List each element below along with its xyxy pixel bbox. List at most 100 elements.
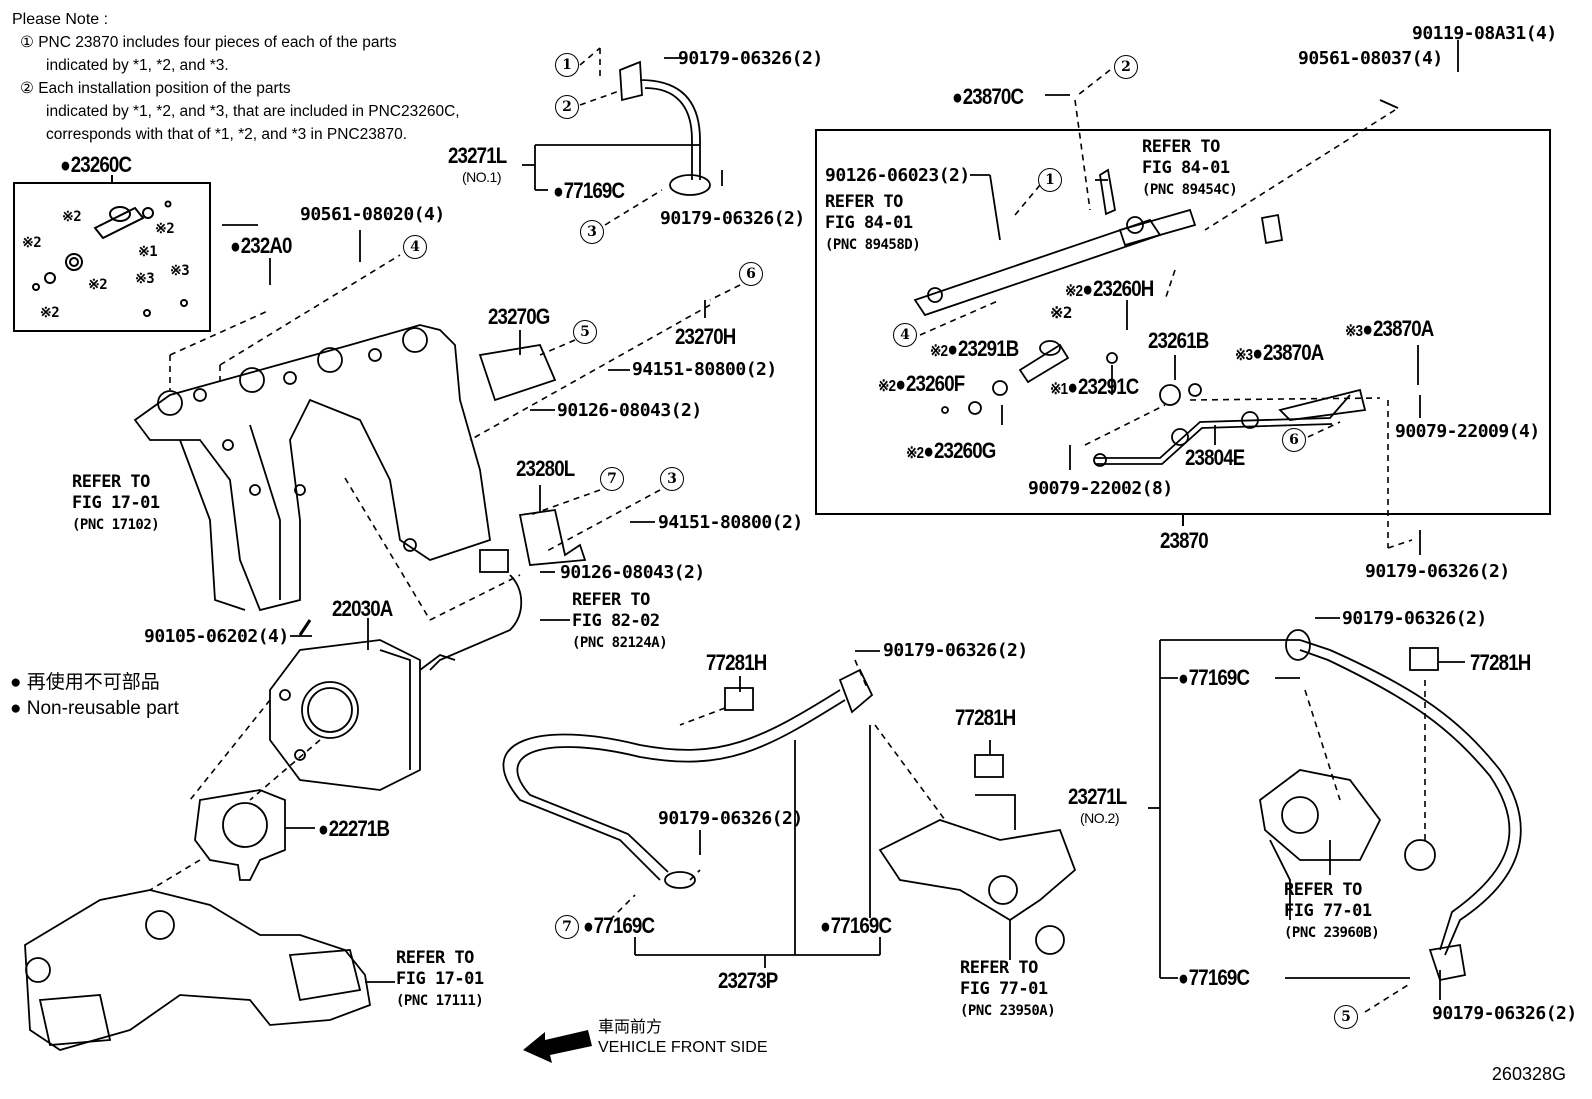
part-90179-06326[interactable]: 90179-06326(2) bbox=[883, 640, 1028, 661]
part-90561-08020[interactable]: 90561-08020(4) bbox=[300, 204, 445, 225]
mark-prefix: ※2 bbox=[1050, 303, 1073, 322]
part-23271l-no1[interactable]: 23271L bbox=[448, 143, 507, 168]
note-2-line-1: Each installation position of the parts bbox=[38, 80, 291, 97]
ref-text: REFER TO bbox=[825, 192, 903, 212]
part-77281h[interactable]: 77281H bbox=[955, 705, 1016, 730]
part-77169c[interactable]: 77169C bbox=[820, 915, 892, 938]
callout-2[interactable]: 2 bbox=[555, 95, 579, 119]
ref-fig: FIG 17-01 bbox=[72, 493, 160, 513]
non-reusable-dot-icon: ● bbox=[10, 672, 22, 693]
part-90126-06023[interactable]: 90126-06023(2) bbox=[825, 165, 970, 186]
part-90179-06326[interactable]: 90179-06326(2) bbox=[660, 208, 805, 229]
kit-mark: ※3 bbox=[135, 271, 155, 287]
part-77281h[interactable]: 77281H bbox=[1470, 650, 1531, 675]
part-77169c[interactable]: 77169C bbox=[553, 180, 625, 203]
part-90126-08043[interactable]: 90126-08043(2) bbox=[560, 562, 705, 583]
part-23271l-no2[interactable]: 23271L bbox=[1068, 784, 1127, 809]
kit-mark: ※2 bbox=[40, 305, 60, 321]
callout-6[interactable]: 6 bbox=[739, 262, 763, 286]
part-23260h[interactable]: ※223260H bbox=[1065, 276, 1154, 301]
part-94151-80800[interactable]: 94151-80800(2) bbox=[632, 359, 777, 380]
mark-prefix: ※3 bbox=[1235, 347, 1253, 364]
vacuum-pump-icon bbox=[1259, 769, 1436, 920]
injector-icon bbox=[941, 340, 1118, 415]
vehicle-front-arrow-icon bbox=[523, 1030, 592, 1063]
callout-4[interactable]: 4 bbox=[893, 323, 917, 347]
part-23870c[interactable]: 23870C bbox=[952, 86, 1024, 109]
part-90179-06326[interactable]: 90179-06326(2) bbox=[1432, 1003, 1577, 1024]
part-23280l[interactable]: 23280L bbox=[516, 456, 575, 481]
part-77169c[interactable]: 77169C bbox=[583, 915, 655, 938]
part-23273p[interactable]: 23273P bbox=[718, 968, 778, 993]
ref-fig: FIG 84-01 bbox=[1142, 158, 1230, 178]
part-23870a[interactable]: ※323870A bbox=[1345, 316, 1434, 341]
part-23870a[interactable]: ※323870A bbox=[1235, 340, 1324, 365]
legend: ● 再使用不可部品 ● Non-reusable part bbox=[10, 670, 179, 722]
part-number: 23260H bbox=[1082, 276, 1154, 301]
callout-3[interactable]: 3 bbox=[660, 467, 684, 491]
part-23270g[interactable]: 23270G bbox=[488, 304, 550, 329]
part-77169c[interactable]: 77169C bbox=[1178, 967, 1250, 990]
callout-6[interactable]: 6 bbox=[1282, 428, 1306, 452]
part-90179-06326[interactable]: 90179-06326(2) bbox=[1365, 561, 1510, 582]
part-22271b[interactable]: 22271B bbox=[318, 818, 390, 841]
callout-1[interactable]: 1 bbox=[555, 53, 579, 77]
kit-injector-icon bbox=[32, 200, 188, 317]
part-23270h[interactable]: 23270H bbox=[675, 324, 736, 349]
part-23291b[interactable]: ※223291B bbox=[930, 336, 1019, 361]
part-23271l-no1-sub: (NO.1) bbox=[462, 169, 502, 185]
kit-mark: ※2 bbox=[22, 235, 42, 251]
legend-japanese-text: 再使用不可部品 bbox=[26, 672, 160, 693]
part-90179-06326[interactable]: 90179-06326(2) bbox=[1342, 608, 1487, 629]
part-90126-08043[interactable]: 90126-08043(2) bbox=[557, 400, 702, 421]
part-23291c[interactable]: ※123291C bbox=[1050, 374, 1139, 399]
part-23261b[interactable]: 23261B bbox=[1148, 328, 1209, 353]
ref-pnc: (PNC 17111) bbox=[396, 993, 484, 1009]
part-22030a[interactable]: 22030A bbox=[332, 596, 393, 621]
callout-5[interactable]: 5 bbox=[1334, 1005, 1358, 1029]
note-2-marker: ② bbox=[20, 80, 34, 97]
part-number: 23870A bbox=[1252, 340, 1324, 365]
callout-5[interactable]: 5 bbox=[573, 320, 597, 344]
pipe-23271l-no2-icon bbox=[1285, 629, 1522, 982]
part-23260g[interactable]: ※223260G bbox=[906, 438, 996, 463]
part-90179-06326[interactable]: 90179-06326(2) bbox=[658, 808, 803, 829]
callout-7[interactable]: 7 bbox=[555, 915, 579, 939]
part-90119-08a31[interactable]: 90119-08A31(4) bbox=[1412, 23, 1557, 44]
part-23260f[interactable]: ※223260F bbox=[878, 371, 965, 396]
part-number: 23291C bbox=[1067, 374, 1139, 399]
callout-1[interactable]: 1 bbox=[1038, 168, 1062, 192]
part-90179-06326[interactable]: 90179-06326(2) bbox=[678, 48, 823, 69]
callout-2[interactable]: 2 bbox=[1114, 55, 1138, 79]
callout-3[interactable]: 3 bbox=[580, 220, 604, 244]
part-77281h[interactable]: 77281H bbox=[706, 650, 767, 675]
kit-mark: ※2 bbox=[62, 209, 82, 225]
ref-pnc: (PNC 23950A) bbox=[960, 1003, 1056, 1019]
part-90561-08037[interactable]: 90561-08037(4) bbox=[1298, 48, 1443, 69]
part-90079-22009[interactable]: 90079-22009(4) bbox=[1395, 421, 1540, 442]
part-23870[interactable]: 23870 bbox=[1160, 528, 1209, 553]
part-23260c[interactable]: 23260C bbox=[60, 154, 132, 177]
part-number: 23870A bbox=[1362, 316, 1434, 341]
callout-4[interactable]: 4 bbox=[403, 235, 427, 259]
part-90105-06202[interactable]: 90105-06202(4) bbox=[144, 626, 289, 647]
mark-prefix: ※2 bbox=[878, 378, 896, 395]
part-94151-80800[interactable]: 94151-80800(2) bbox=[658, 512, 803, 533]
part-77169c[interactable]: 77169C bbox=[1178, 667, 1250, 690]
illustration-code: 260328G bbox=[1491, 1064, 1566, 1084]
ref-fig: FIG 77-01 bbox=[960, 979, 1048, 999]
kit-mark: ※3 bbox=[170, 263, 190, 279]
non-reusable-dot-icon: ● bbox=[10, 698, 22, 719]
gasket-22271b-icon bbox=[194, 789, 286, 881]
part-90079-22002[interactable]: 90079-22002(8) bbox=[1028, 478, 1173, 499]
callout-7[interactable]: 7 bbox=[600, 467, 624, 491]
part-232a0[interactable]: 232A0 bbox=[230, 235, 293, 258]
part-23804e[interactable]: 23804E bbox=[1185, 445, 1245, 470]
